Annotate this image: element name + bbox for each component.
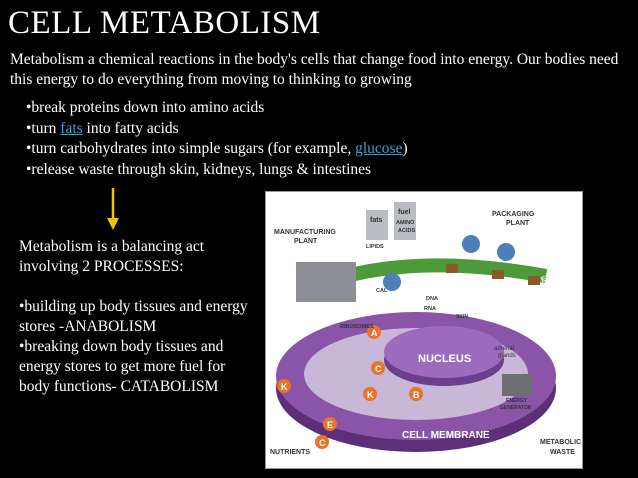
bullet-fats-post: into fatty acids <box>82 119 179 137</box>
worker-3 <box>383 273 401 291</box>
cell-diagram-svg: A C K B E C K MANUFACTURING PLANT fats f… <box>270 202 581 456</box>
cell-metabolism-illustration: A C K B E C K MANUFACTURING PLANT fats f… <box>265 191 583 469</box>
nutrients-label: NUTRIENTS <box>270 449 310 456</box>
bullet-fats-pre: •turn <box>26 119 61 137</box>
letter-k: K <box>281 382 288 392</box>
process-intro: Metabolism is a balancing act involving … <box>19 238 205 275</box>
bullet-waste: •release waste through skin, kidneys, lu… <box>26 160 372 178</box>
fuel-label: fuel <box>398 209 411 216</box>
page-title: CELL METABOLISM <box>8 5 321 41</box>
bullet-proteins: •break proteins down into amino acids <box>26 99 265 116</box>
box-2 <box>492 270 504 279</box>
process-catabolism: •breaking down body tissues and energy s… <box>19 338 226 395</box>
fats-tank <box>366 210 388 240</box>
energy-generator-shape <box>502 374 532 396</box>
intro-paragraph: Metabolism a chemical reactions in the b… <box>10 51 619 88</box>
metabolic-label: METABOLIC <box>540 439 581 446</box>
letter-e: E <box>327 420 333 430</box>
manufacturing-label: MANUFACTURING <box>274 229 336 236</box>
fats-label: fats <box>370 217 383 224</box>
vitamin-ball-a <box>367 325 381 339</box>
vitamin-ball-b <box>409 387 423 401</box>
skin-small-label: SKIN <box>456 314 468 320</box>
energy-label: ENERGY <box>506 398 528 404</box>
bullet-carbohydrates: •turn carbohydrates into simple sugars (… <box>26 139 408 160</box>
nucleus-label: NUCLEUS <box>418 353 471 365</box>
fats-link[interactable]: fats <box>60 119 83 137</box>
packaging-plant-label: PLANT <box>506 220 530 227</box>
lipids-label: LIPIDS <box>366 244 384 250</box>
adrenal-label: adrenal <box>494 346 514 352</box>
manufacturing-plant-shape <box>296 262 356 302</box>
packaging-label: PACKAGING <box>492 211 535 218</box>
vitamin-ball-c <box>371 361 385 375</box>
bullet-carbs-post: ) <box>402 140 408 157</box>
vitamin-ball-k2 <box>363 387 377 401</box>
plant-label: PLANT <box>294 238 318 245</box>
glands-label: glands <box>498 353 516 359</box>
bullet-list: •break proteins down into amino acids •t… <box>26 98 408 180</box>
nucleus-top <box>384 326 504 378</box>
dna-label: DNA <box>426 296 438 302</box>
acids-label: ACIDS <box>398 228 415 234</box>
letter-c2: C <box>319 438 326 448</box>
letter-b: B <box>413 390 420 400</box>
bullet-fats: •turn fats into fatty acids <box>26 119 408 140</box>
letter-a: A <box>371 328 378 338</box>
amino-label: AMINO <box>396 220 415 226</box>
waste-label: WASTE <box>550 449 575 456</box>
worker-2 <box>497 243 515 261</box>
process-text: Metabolism is a balancing act involving … <box>19 237 259 397</box>
cell-repair-label: CELL REPAIR <box>564 336 580 376</box>
conveyor-belt <box>323 258 548 289</box>
letter-c: C <box>375 364 382 374</box>
glucose-link[interactable]: glucose <box>355 140 403 157</box>
ribosomes-label: RIBOSOMES <box>340 324 374 330</box>
rna-label: RNA <box>424 306 436 312</box>
process-anabolism: •building up body tissues and energy sto… <box>19 298 248 335</box>
fuel-tank <box>394 202 416 240</box>
box-1 <box>446 264 458 273</box>
generator-label: GENERATOR <box>500 405 532 411</box>
vitamin-ball-c2 <box>315 435 329 449</box>
worker-1 <box>462 235 480 253</box>
cal-label: CAL <box>376 288 388 294</box>
cell-membrane-label: CELL MEMBRANE <box>402 430 490 441</box>
down-arrow-icon <box>107 188 119 230</box>
vitamin-ball-k <box>277 379 291 393</box>
letter-k2: K <box>367 390 374 400</box>
skin-label: skin <box>448 450 459 456</box>
vitamin-ball-e <box>323 417 337 431</box>
bullet-carbs-pre: •turn carbohydrates into simple sugars (… <box>26 140 356 157</box>
box-3 <box>528 276 540 285</box>
